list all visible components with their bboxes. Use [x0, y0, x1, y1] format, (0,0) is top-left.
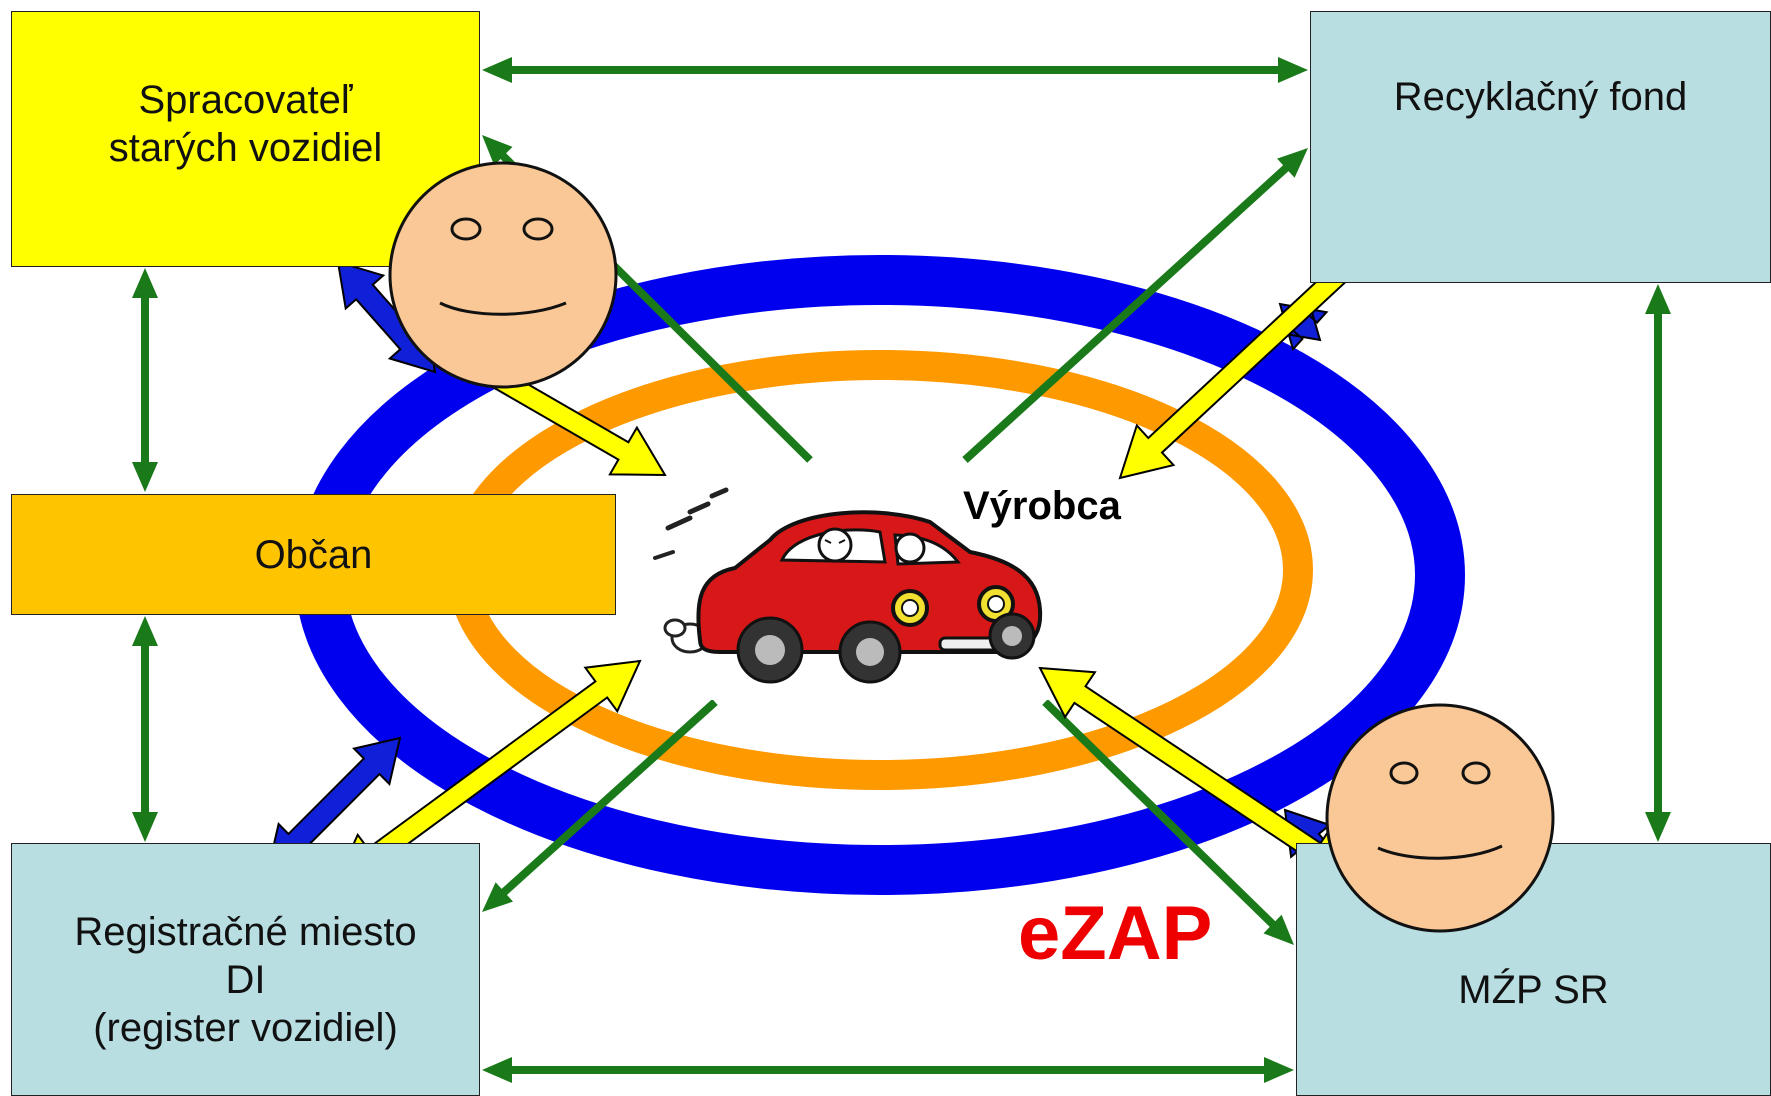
node-registracne-miesto: Registračné miesto DI (register vozidiel…: [11, 843, 480, 1096]
green-arrow-left-lower: [132, 616, 158, 842]
green-arrow-bottom: [482, 1057, 1294, 1083]
node-recyklacny-fond: Recyklačný fond: [1310, 11, 1771, 283]
green-arrow-left-upper: [132, 268, 158, 492]
node-obcan-label: Občan: [254, 532, 373, 577]
node-spracovatel-label: Spracovateľ starých vozidiel: [108, 78, 383, 170]
node-spracovatel: Spracovateľ starých vozidiel: [11, 11, 480, 267]
green-arrow-top: [482, 57, 1308, 83]
green-arrow-vyrobca-to-registracne: [482, 699, 718, 912]
blue-arrow-spracovatel: [336, 260, 437, 374]
node-mzp-sr-label: MŹP SR: [1458, 967, 1609, 1012]
node-registracne-miesto-label: Registračné miesto DI (register vozidiel…: [74, 909, 417, 1050]
node-recyklacny-fond-label: Recyklačný fond: [1393, 75, 1688, 119]
car-icon: [653, 487, 1043, 684]
node-mzp-sr: MŹP SR: [1296, 843, 1771, 1096]
node-vyrobca-label: Výrobca: [963, 484, 1121, 528]
green-arrow-vyrobca-to-recyklacny: [962, 148, 1308, 463]
node-obcan: Občan: [11, 494, 616, 615]
green-arrow-right: [1645, 284, 1671, 842]
system-label: eZAP: [1018, 891, 1213, 976]
green-arrow-vyrobca-to-mzp: [1042, 699, 1294, 945]
